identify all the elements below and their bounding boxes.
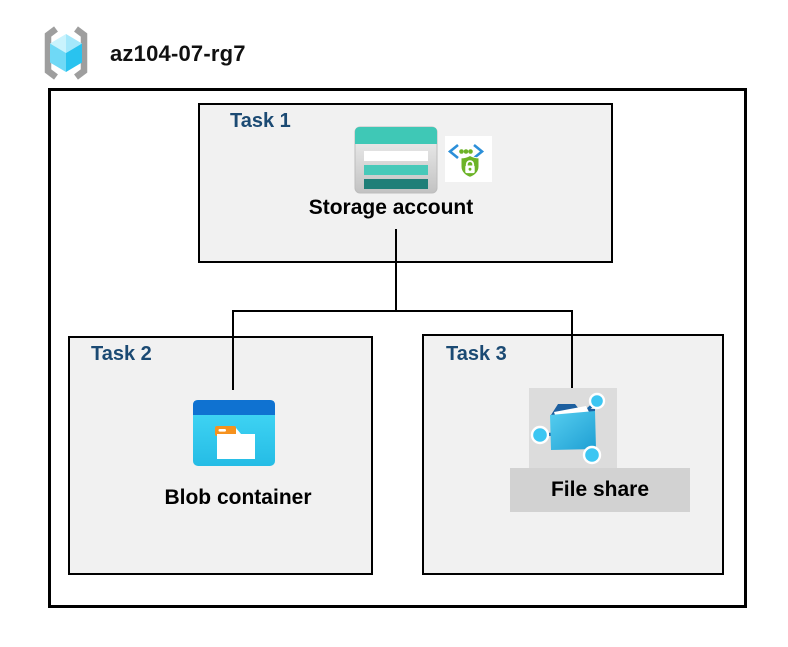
task1-label: Task 1 [230, 110, 291, 132]
resource-group-icon [44, 26, 88, 80]
file-share-label-band: File share [510, 468, 690, 512]
blob-container-label: Blob container [164, 486, 312, 509]
resource-group-title: az104-07-rg7 [110, 41, 246, 66]
shared-access-signature-icon [445, 136, 492, 182]
file-share-icon [530, 392, 606, 465]
task3-label: Task 3 [446, 343, 507, 365]
blob-container-icon [193, 400, 275, 466]
connector-to-fileshare [571, 310, 573, 390]
storage-account-icon [354, 126, 438, 194]
task2-label: Task 2 [91, 343, 152, 365]
storage-account-label: Storage account [308, 196, 474, 219]
connector-to-blob [232, 310, 234, 390]
connector-horizontal [232, 310, 573, 312]
connector-storage-down [395, 229, 397, 312]
file-share-label: File share [550, 478, 650, 501]
file-share-icon-background [529, 388, 617, 468]
